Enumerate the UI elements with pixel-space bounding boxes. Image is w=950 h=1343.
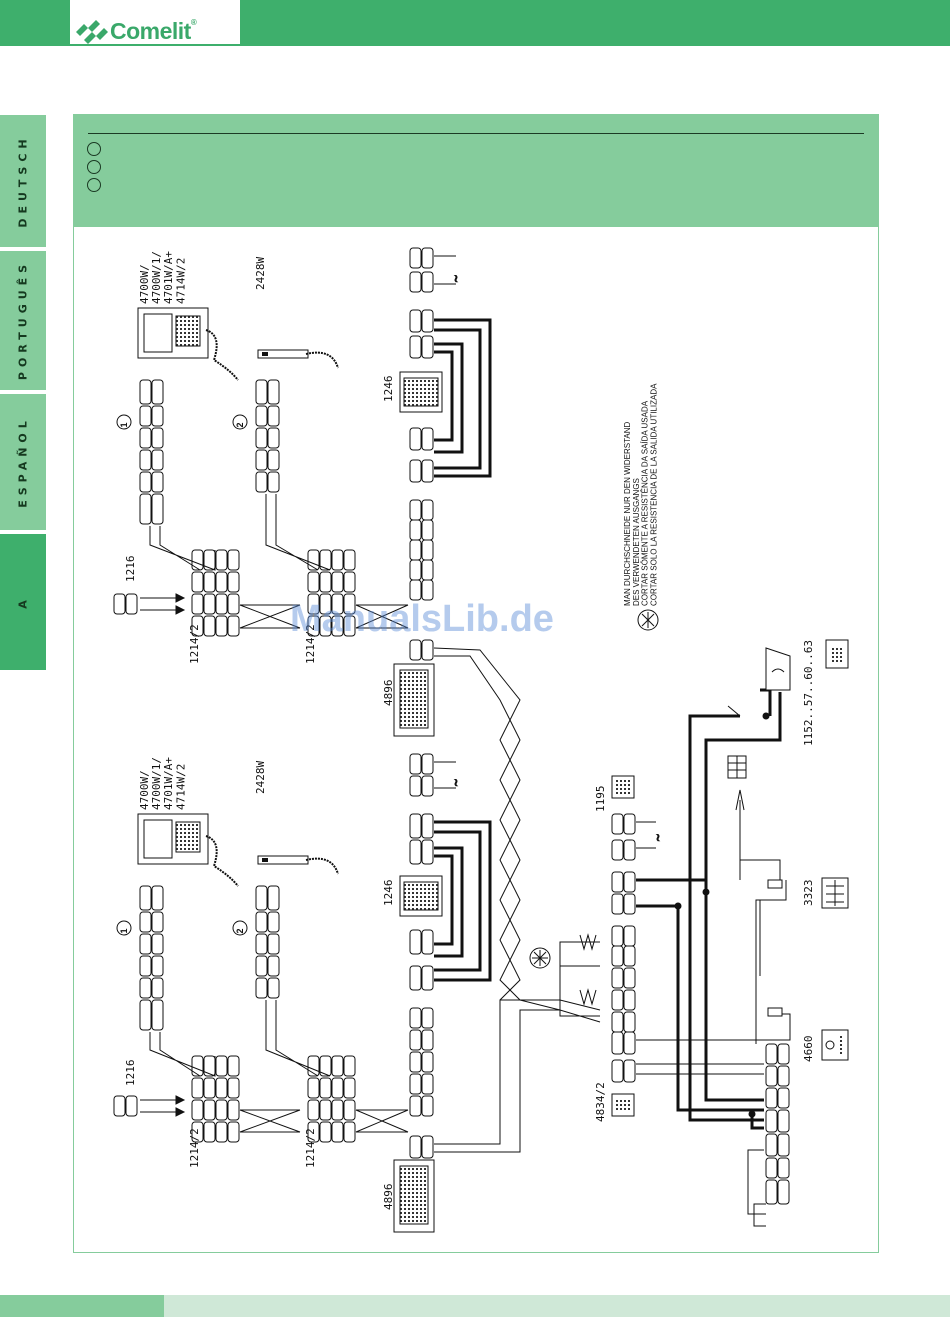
text-line: CORTAR SOLO LA RESISTENCIA DE LA SALIDA …: [649, 383, 658, 606]
label-1214-top-b: 1214/2: [304, 624, 317, 664]
label-1214-top-a: 1214/2: [188, 624, 201, 664]
label-monitor-models-bottom: 4700W/4700W/1/4701W/A+4714W/2: [138, 757, 187, 810]
panel-header: [73, 114, 879, 227]
label-1214-bottom-a: 1214/2: [188, 1128, 201, 1168]
distributor-1214-top-b: [307, 549, 356, 637]
terminal-strip-4834: [611, 813, 636, 1083]
terminator-arrows-top: [140, 593, 186, 615]
module-4660: [767, 1007, 849, 1061]
label-4660: 4660: [802, 1036, 815, 1063]
mains-1195: ~: [636, 821, 666, 849]
diagram-labels: 4700W/4700W/1/4701W/A+4714W/2 2428W 1246…: [124, 251, 815, 1210]
footer-bar-dark: [0, 1295, 164, 1317]
text-line: 4714W/2: [174, 258, 187, 304]
video-monitor-bottom: [137, 813, 239, 887]
power-wiring-bottom: [434, 820, 492, 982]
entrance-bridge: [753, 1203, 766, 1227]
module-1195: [611, 775, 635, 799]
footer-bar-light: [164, 1295, 950, 1317]
monitor-connector-1-top: [139, 379, 164, 525]
marker-1-bottom: 1: [119, 928, 129, 933]
terminal-strip-4896-top: [409, 247, 434, 661]
power-supply-1246-bottom: [399, 875, 443, 917]
module-4896-top: [393, 663, 435, 737]
mains-bottom: ~: [434, 761, 464, 789]
module-4896-bottom: [393, 1159, 435, 1233]
asterisk-icon: [637, 609, 659, 631]
tab-a[interactable]: A: [0, 534, 46, 670]
flag-circle-1: [87, 142, 101, 156]
label-4834: 4834/2: [594, 1082, 607, 1122]
terminator-1216-bottom: [113, 1095, 138, 1117]
label-1216-bottom: 1216: [124, 1060, 137, 1087]
tab-portugues[interactable]: PORTUGUÊS: [0, 251, 46, 390]
text-line: CORTAR SÓMENTE A RESISTÊNCIA DA SAÍDA US…: [641, 400, 650, 606]
text-line: 4701W/A+: [162, 251, 175, 304]
entrance-power-wiring: [636, 688, 782, 1130]
mains-top: ~: [434, 255, 464, 285]
resistors: [529, 933, 600, 1017]
label-4896-top: 4896: [382, 680, 395, 707]
tab-espanol[interactable]: ESPAÑOL: [0, 394, 46, 530]
door-lock-icon: [727, 647, 791, 717]
logo-mark-icon: [76, 20, 108, 44]
label-1195: 1195: [594, 786, 607, 813]
watermark: ManualsLib.de: [290, 598, 554, 640]
tab-deutsch[interactable]: DEUTSCH: [0, 115, 46, 247]
text-line: 4700W/1/: [150, 757, 163, 810]
note-text: MAN DURCHSCHNEIDE NUR DEN WIDERSTANDDES …: [623, 383, 658, 606]
label-4896-bottom: 4896: [382, 1184, 395, 1211]
text-line: 4701W/A+: [162, 757, 175, 810]
flag-circle-3: [87, 178, 101, 192]
video-monitor-top: [137, 307, 239, 381]
header-rule: [88, 133, 864, 134]
markers: [116, 414, 248, 936]
svg-text:~: ~: [449, 275, 463, 282]
wiring-bottom: [149, 999, 601, 1153]
label-1246-top: 1246: [382, 376, 395, 403]
module-3323: [767, 877, 849, 909]
wiring-top: [149, 494, 521, 1001]
interphone-handset-bottom: [257, 855, 339, 875]
monitor-connector-1-bottom: [139, 885, 164, 1031]
label-3323: 3323: [802, 880, 815, 907]
svg-text:~: ~: [449, 779, 463, 786]
junction-dots: [674, 712, 770, 1118]
terminator-arrows-bottom: [140, 1095, 186, 1117]
text-line: DES VERWENDETEN AUSGANGS: [632, 478, 641, 606]
interphone-handset-top: [257, 349, 339, 369]
text-line: 4714W/2: [174, 764, 187, 810]
label-1152: 1152..57..60..63: [802, 640, 815, 746]
text-line: 4700W/1/: [150, 251, 163, 304]
handset-connector-2-bottom: [255, 885, 280, 999]
label-monitor-models-top: 4700W/4700W/1/4701W/A+4714W/2: [138, 251, 187, 304]
distributor-1214-top-a: [191, 549, 240, 637]
handset-connector-2-top: [255, 379, 280, 493]
power-wiring-top: [434, 318, 492, 478]
label-1216-top: 1216: [124, 556, 137, 583]
label-1214-bottom-b: 1214/2: [304, 1128, 317, 1168]
terminator-1216-top: [113, 593, 138, 615]
text-line: 4700W/: [138, 770, 151, 810]
label-handset-bottom: 2428W: [254, 761, 267, 794]
terminal-strip-4896-bottom: [409, 753, 434, 1159]
label-handset-top: 2428W: [254, 257, 267, 290]
text-line: 4700W/: [138, 264, 151, 304]
keypad-icon: [727, 755, 747, 779]
marker-1-top: 1: [119, 422, 129, 427]
svg-text:~: ~: [651, 834, 665, 841]
module-1152: [825, 639, 849, 669]
flag-circle-2: [87, 160, 101, 174]
brand-name: Comelit®: [110, 18, 197, 44]
module-4834: [611, 1093, 635, 1117]
marker-2-top: 2: [235, 422, 245, 427]
label-1246-bottom: 1246: [382, 880, 395, 907]
power-supply-1246-top: [399, 371, 443, 413]
text-line: MAN DURCHSCHNEIDE NUR DEN WIDERSTAND: [623, 421, 632, 606]
entrance-panel-terminals: [765, 1043, 790, 1205]
marker-2-bottom: 2: [235, 928, 245, 933]
